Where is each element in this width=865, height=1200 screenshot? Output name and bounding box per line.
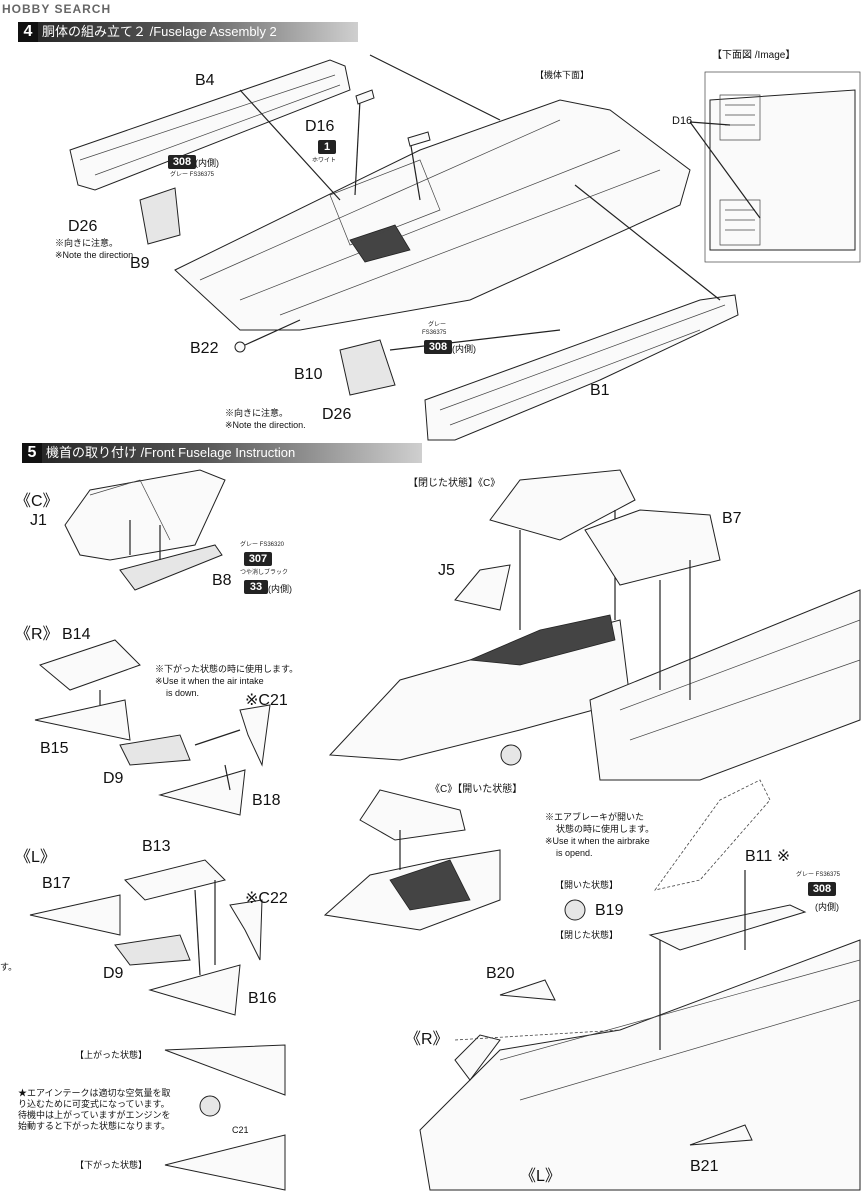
part-d9-l: D9 — [103, 965, 124, 982]
part-b9: B9 — [130, 255, 150, 272]
label-c-section: 《C》 — [15, 493, 59, 510]
part-b21: B21 — [690, 1158, 719, 1175]
paint-note-b: (内側) — [452, 344, 476, 354]
inset-part-d16: D16 — [672, 115, 693, 127]
paint-label-b10-1: グレー — [428, 322, 447, 328]
part-c21: ※C21 — [245, 692, 288, 709]
page-edge-text: す。 — [0, 962, 18, 972]
part-d26-b: D26 — [322, 406, 352, 423]
paint-label-b8-1: グレー FS36320 — [240, 542, 285, 548]
airbrake-note-en-1: ※Use it when the airbrake — [545, 836, 650, 846]
label-r-2: 《R》 — [405, 1031, 449, 1048]
step5-title: 機首の取り付け /Front Fuselage Instruction — [46, 445, 296, 460]
paint-note-b8: (内側) — [268, 584, 292, 594]
inset-title: 【下面図 /Image】 — [712, 50, 796, 61]
airbrake-opened-label: 【開いた状態】 — [555, 880, 619, 890]
part-b16: B16 — [248, 990, 277, 1007]
airbrake-note-en-2: is opend. — [556, 848, 593, 858]
step4-number: 4 — [18, 22, 38, 42]
note-down-en-1: ※Use it when the air intake — [155, 676, 264, 686]
part-b15: B15 — [40, 740, 69, 757]
paint-label-b11: グレー FS36375 — [796, 872, 841, 878]
airbrake-note-jp-1: ※エアブレーキが開いた — [545, 812, 645, 822]
paint-chip-33: 33 — [244, 580, 268, 594]
note-down-jp: ※下がった状態の時に使用します。 — [155, 664, 299, 674]
intake-up-label: 【上がった状態】 — [75, 1050, 148, 1060]
paint-label-b8-2: つや消しブラック — [240, 570, 289, 576]
paint-chip-308-b: 308 — [424, 340, 452, 354]
note-direction-en-a: ※Note the direction. — [55, 250, 136, 260]
step5-number: 5 — [22, 443, 42, 463]
part-b18: B18 — [252, 792, 281, 809]
step5-banner: 5 機首の取り付け /Front Fuselage Instruction — [22, 443, 422, 463]
part-b20: B20 — [486, 965, 515, 982]
part-b11: B11 ※ — [745, 848, 791, 865]
part-b8: B8 — [212, 572, 232, 589]
paint-note-b11: (内側) — [815, 902, 839, 912]
paint-chip-308-a: 308 — [168, 155, 196, 169]
paint-label-white: ホワイト — [312, 158, 337, 164]
part-c22: ※C22 — [245, 890, 288, 907]
airbrake-closed-label: 【閉じた状態】 — [555, 930, 619, 940]
part-c21-b: C21 — [232, 1125, 249, 1135]
label-l-section: 《L》 — [15, 849, 56, 866]
step4-title: 胴体の組み立て２ /Fuselage Assembly 2 — [42, 24, 277, 39]
note-direction-en-b: ※Note the direction. — [225, 420, 306, 430]
hobby-search-watermark: HOBBY SEARCH — [2, 2, 112, 16]
note-direction-jp-b: ※向きに注意。 — [225, 408, 289, 418]
paint-note-a: (内側) — [195, 158, 219, 168]
part-b22: B22 — [190, 340, 219, 357]
part-b7: B7 — [722, 510, 742, 527]
part-b17: B17 — [42, 875, 71, 892]
paint-label-b10-2: FS36375 — [422, 330, 447, 336]
step4-banner: 4 胴体の組み立て２ /Fuselage Assembly 2 — [18, 22, 358, 42]
part-d9-r: D9 — [103, 770, 124, 787]
closed-c-label: 【閉じた状態】《C》 — [408, 478, 501, 489]
label-l-2: 《L》 — [520, 1168, 561, 1185]
part-d16: D16 — [305, 118, 335, 135]
intake-note: ★エアインテークは適切な空気量を取り込むために可変式になっています。待機中は上が… — [18, 1088, 171, 1131]
part-b1: B1 — [590, 382, 610, 399]
part-d26-a: D26 — [68, 218, 98, 235]
note-down-en-2: is down. — [166, 688, 200, 698]
part-j5: J5 — [438, 562, 455, 579]
part-j1: J1 — [30, 512, 47, 529]
part-b19: B19 — [595, 902, 624, 919]
paint-chip-white: 1 — [318, 140, 336, 154]
label-r-section: 《R》 — [15, 626, 59, 643]
paint-label-a: グレー FS36375 — [170, 172, 215, 178]
paint-chip-308-c: 308 — [808, 882, 836, 896]
underside-label: 【機体下面】 — [535, 70, 590, 80]
intake-down-label: 【下がった状態】 — [75, 1160, 148, 1170]
part-b13: B13 — [142, 838, 171, 855]
part-b14: B14 — [62, 626, 91, 643]
part-b10: B10 — [294, 366, 323, 383]
paint-chip-307: 307 — [244, 552, 272, 566]
opened-c-label: 《C》【開いた状態】 — [430, 784, 523, 795]
part-b4: B4 — [195, 72, 215, 89]
airbrake-note-jp-2: 状態の時に使用します。 — [556, 824, 655, 834]
note-direction-jp-a: ※向きに注意。 — [55, 238, 119, 248]
